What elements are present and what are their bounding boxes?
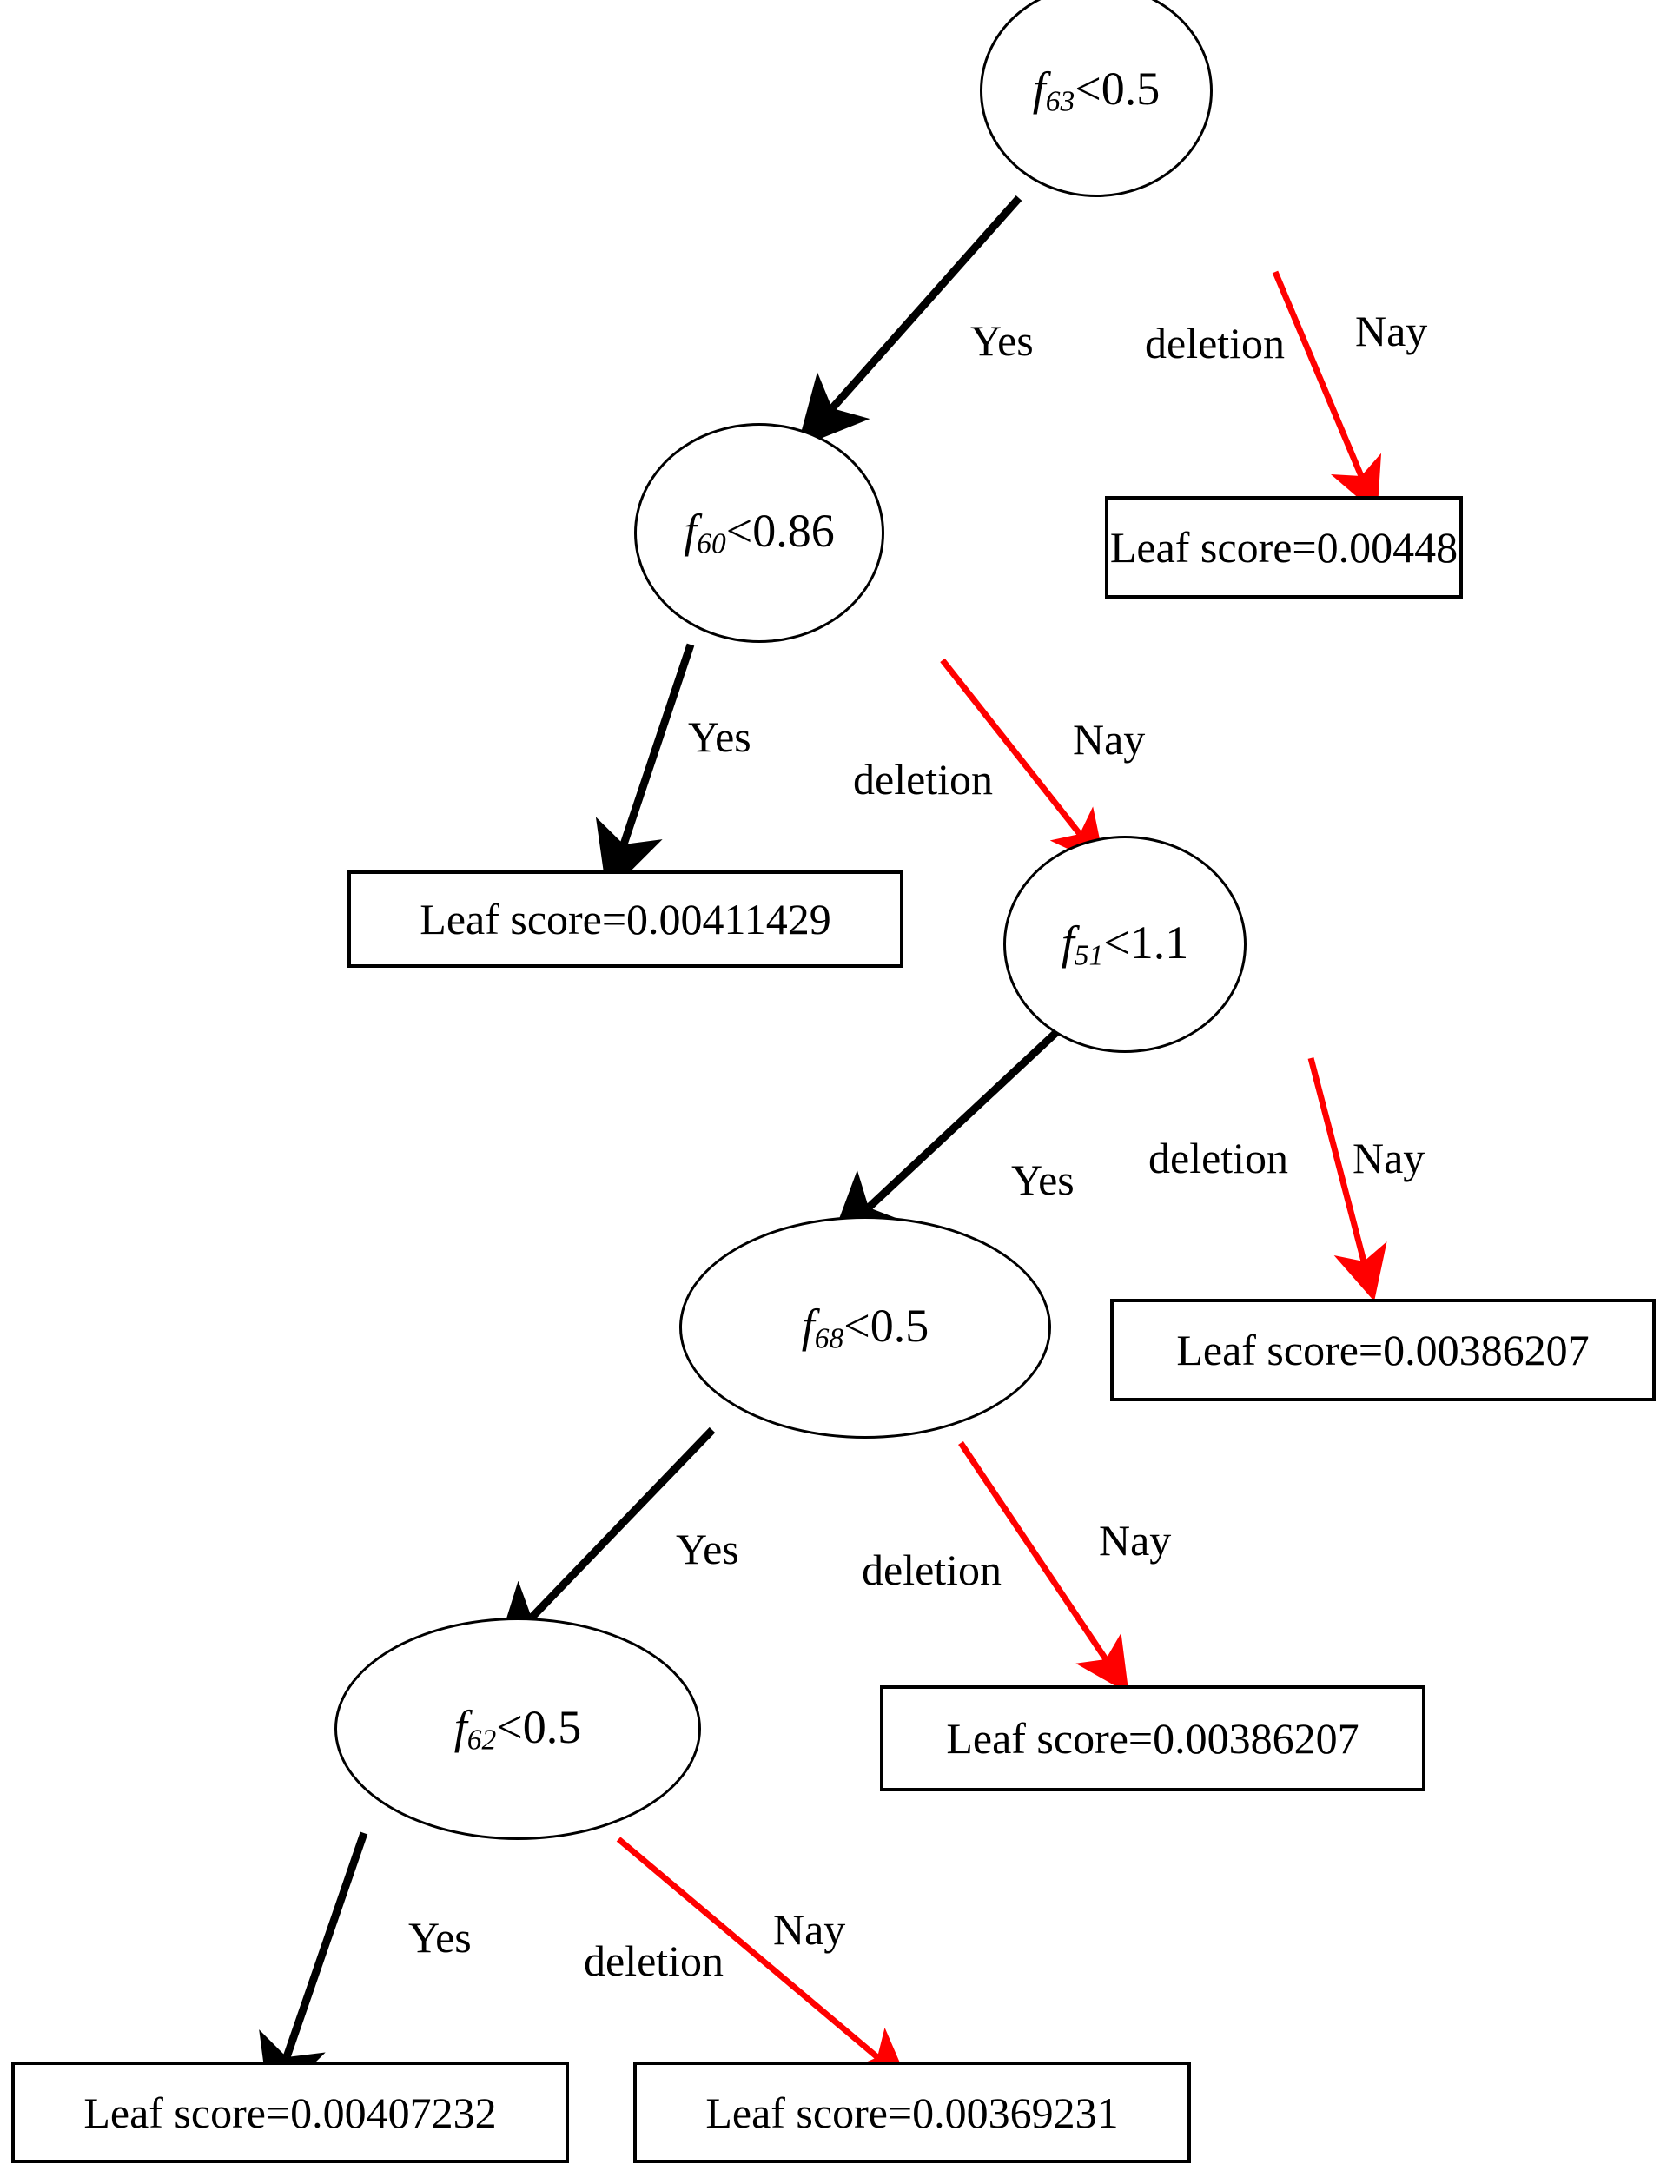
- edge-n4-l5-nay: [616, 1837, 909, 2084]
- edge-label-n1-deletion: deletion: [853, 755, 994, 804]
- decision-node-f60-label: f60<0.86: [684, 505, 835, 560]
- leaf-node-0-label: Leaf score=0.00448: [1109, 523, 1458, 572]
- edge-label-n4-nay: Nay: [773, 1905, 846, 1954]
- edge-label-n0-nay: Nay: [1355, 307, 1428, 355]
- leaf-node-1-label: Leaf score=0.00411429: [420, 895, 831, 943]
- leaf-node-4-label: Leaf score=0.00407232: [83, 2088, 497, 2137]
- edge-label-n2-deletion: deletion: [1148, 1134, 1289, 1182]
- leaf-node-3-label: Leaf score=0.00386207: [946, 1714, 1359, 1763]
- decision-node-f63-label: f63<0.5: [1032, 63, 1161, 118]
- leaf-node-2-label: Leaf score=0.00386207: [1176, 1326, 1590, 1374]
- decision-node-f51[interactable]: f51<1.1: [1003, 836, 1247, 1053]
- leaf-node-2[interactable]: Leaf score=0.00386207: [1110, 1299, 1656, 1401]
- leaf-node-0[interactable]: Leaf score=0.00448: [1105, 496, 1463, 599]
- edge-label-n1-yes: Yes: [688, 712, 751, 761]
- edge-label-n3-yes: Yes: [676, 1525, 739, 1573]
- leaf-node-5-label: Leaf score=0.00369231: [705, 2088, 1119, 2137]
- decision-node-f62[interactable]: f62<0.5: [334, 1618, 701, 1840]
- edge-label-n4-deletion: deletion: [584, 1936, 724, 1985]
- leaf-node-5[interactable]: Leaf score=0.00369231: [633, 2062, 1191, 2163]
- decision-node-f68-label: f68<0.5: [801, 1299, 929, 1354]
- decision-node-f68[interactable]: f68<0.5: [679, 1216, 1051, 1439]
- leaf-node-3[interactable]: Leaf score=0.00386207: [880, 1685, 1425, 1791]
- edge-label-n0-yes: Yes: [970, 316, 1034, 365]
- edge-n0-n1-yes: [797, 195, 1022, 448]
- edge-n3-n4-yes: [494, 1426, 716, 1657]
- decision-node-f63[interactable]: f63<0.5: [980, 0, 1213, 197]
- leaf-node-1[interactable]: Leaf score=0.00411429: [347, 870, 903, 968]
- edge-n0-l0-nay: [1272, 270, 1382, 514]
- edge-n4-l4-yes: [259, 1831, 368, 2108]
- leaf-node-4[interactable]: Leaf score=0.00407232: [11, 2062, 569, 2163]
- edge-label-n4-yes: Yes: [408, 1913, 472, 1962]
- decision-node-f60[interactable]: f60<0.86: [634, 423, 884, 643]
- edge-label-n3-nay: Nay: [1099, 1516, 1172, 1565]
- decision-node-f51-label: f51<1.1: [1061, 916, 1189, 971]
- edge-n1-n2-nay: [940, 658, 1106, 867]
- edge-n1-l1-yes: [595, 643, 695, 896]
- edge-n2-l2-nay: [1307, 1057, 1387, 1302]
- edge-label-n2-yes: Yes: [1011, 1155, 1075, 1204]
- edge-n3-l3-nay: [958, 1441, 1129, 1694]
- edge-label-n1-nay: Nay: [1073, 715, 1146, 764]
- edge-label-n0-deletion: deletion: [1145, 319, 1286, 367]
- edge-label-n2-nay: Nay: [1353, 1134, 1425, 1182]
- edge-label-n3-deletion: deletion: [862, 1545, 1002, 1594]
- edge-n2-n3-yes: [830, 1022, 1068, 1244]
- decision-node-f62-label: f62<0.5: [453, 1700, 582, 1756]
